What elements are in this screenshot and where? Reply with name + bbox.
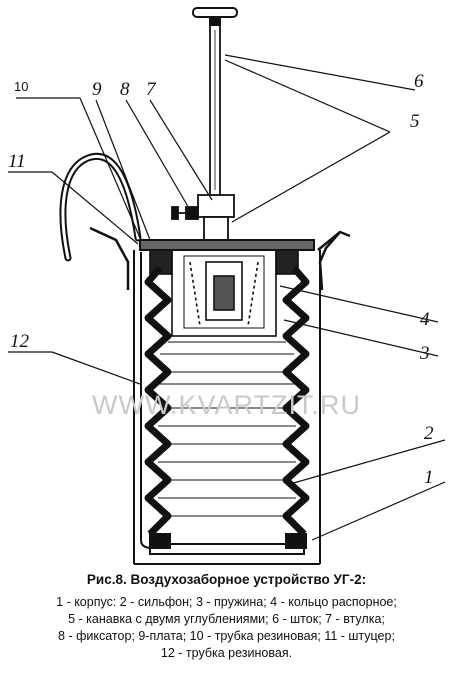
top-plate <box>139 239 315 251</box>
caption-line: 12 - трубка резиновая. <box>160 646 293 660</box>
bushing <box>171 194 235 242</box>
label-8: 8 <box>120 79 130 100</box>
caption-title: Рис.8. Воздухозаборное устройство УГ-2: <box>86 572 367 587</box>
label-7: 7 <box>146 79 156 100</box>
watermark: WWW.KVARTZIT.RU <box>92 390 361 420</box>
caption-line: 5 - канавка с двумя углублениями; 6 - шт… <box>68 612 385 626</box>
label-11: 11 <box>8 151 26 172</box>
bellows-left <box>144 265 172 537</box>
stem-handle <box>192 7 238 26</box>
caption-line: 1 - корпус: 2 - сильфон; 3 - пружина; 4 … <box>56 595 397 609</box>
label-10: 10 <box>14 79 29 94</box>
label-1: 1 <box>424 467 434 488</box>
label-12: 12 <box>10 331 29 352</box>
rubber-tube-inner <box>61 155 140 260</box>
label-2: 2 <box>424 423 434 444</box>
label-3: 3 <box>420 343 430 364</box>
inner-tube <box>140 252 153 549</box>
label-5: 5 <box>410 111 420 132</box>
caption-line: 8 - фиксатор; 9-плата; 10 - трубка резин… <box>58 629 395 643</box>
label-6: 6 <box>414 71 424 92</box>
bellows-rings <box>158 341 296 517</box>
side-straps <box>89 226 351 291</box>
leader-lines <box>8 54 446 541</box>
label-9: 9 <box>92 79 102 100</box>
housing <box>133 250 321 565</box>
stem <box>209 25 221 195</box>
figure-caption: Рис.8. Воздухозаборное устройство УГ-2: … <box>0 572 453 662</box>
label-4: 4 <box>420 309 430 330</box>
bellows-right <box>282 265 310 537</box>
spring-assembly <box>149 249 299 337</box>
device-drawing <box>8 7 446 565</box>
